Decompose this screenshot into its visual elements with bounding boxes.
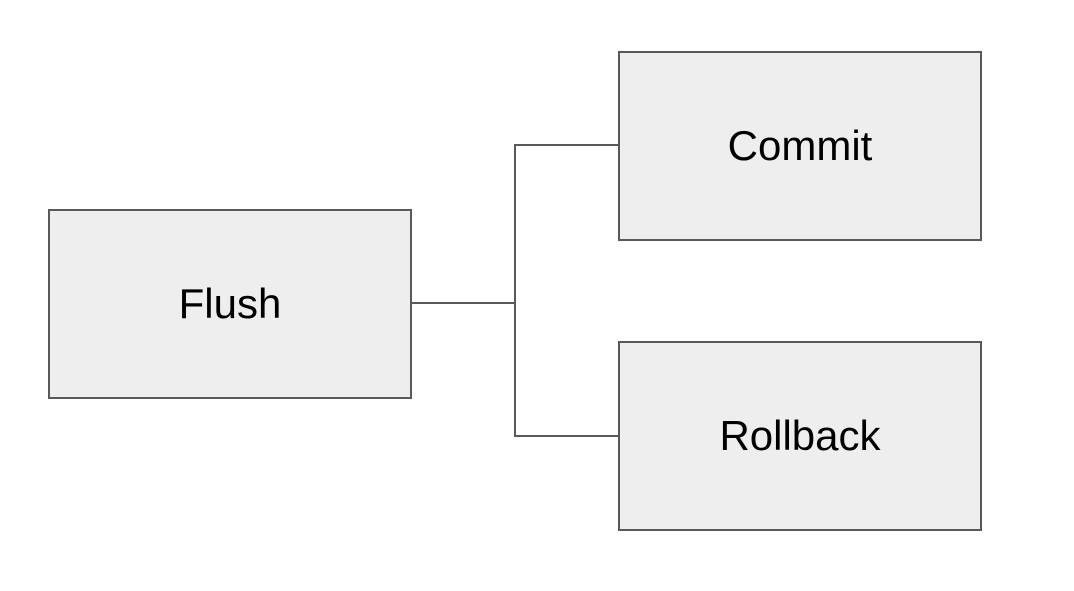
rollback-node-label: Rollback xyxy=(719,412,881,459)
commit-node-label: Commit xyxy=(727,122,873,169)
flush-node-label: Flush xyxy=(178,280,282,327)
flush-node: Flush xyxy=(48,209,412,399)
rollback-node: Rollback xyxy=(618,341,982,531)
commit-node: Commit xyxy=(618,51,982,241)
